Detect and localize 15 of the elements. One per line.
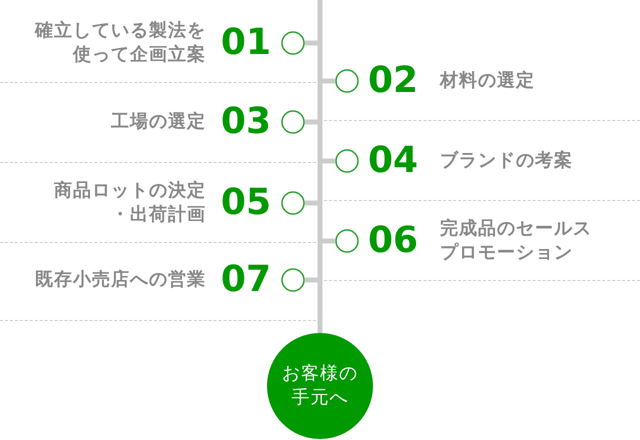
step-label: ブランドの考案 (440, 149, 574, 173)
step-label: 材料の選定 (440, 69, 536, 93)
goal-label: お客様の手元へ (281, 362, 359, 410)
step-number: 06 (368, 221, 418, 261)
step-number: 07 (220, 260, 271, 300)
step-number: 03 (220, 102, 271, 142)
step-number: 01 (220, 23, 271, 63)
step-label: 工場の選定 (110, 110, 206, 134)
step-number: 02 (368, 61, 418, 101)
step-number: 05 (220, 183, 271, 223)
step-label: 確立している製法を使って企画立案 (34, 19, 206, 67)
step-number: 04 (368, 141, 418, 181)
step-label: 既存小売店への営業 (34, 268, 206, 292)
step-label: 商品ロットの決定・出荷計画 (52, 179, 206, 227)
step-label: 完成品のセールスプロモーション (440, 217, 594, 265)
